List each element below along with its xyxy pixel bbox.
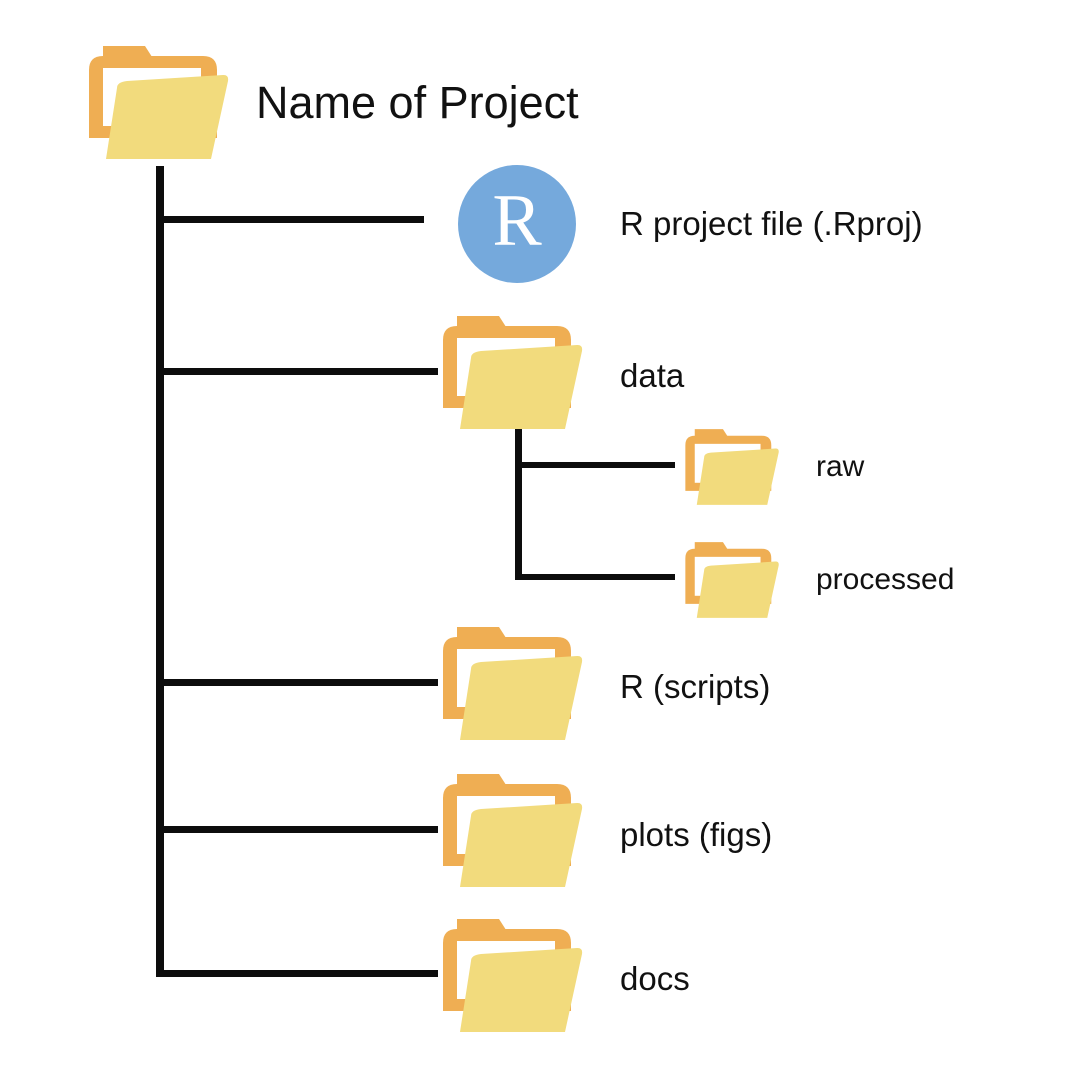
node-label-processed: processed xyxy=(816,563,955,596)
branch-line-data xyxy=(156,368,438,375)
folder-icon-root[interactable] xyxy=(84,40,230,162)
folder-icon-docs[interactable] xyxy=(438,913,584,1035)
r-project-logo-icon[interactable]: R xyxy=(458,165,576,283)
r-logo-letter: R xyxy=(492,180,542,262)
node-label-raw: raw xyxy=(816,450,865,483)
branch-line-processed xyxy=(515,574,675,580)
trunk-line-root xyxy=(156,166,164,977)
branch-line-rproj xyxy=(156,216,424,223)
branch-line-plots xyxy=(156,826,438,833)
trunk-line-data xyxy=(515,425,522,580)
folder-icon-plots[interactable] xyxy=(438,768,584,890)
branch-line-raw xyxy=(515,462,675,468)
branch-line-r-scripts xyxy=(156,679,438,686)
node-label-docs: docs xyxy=(620,960,690,997)
branch-line-docs xyxy=(156,970,438,977)
node-label-rproj: R project file (.Rproj) xyxy=(620,205,923,242)
folder-icon-r-scripts[interactable] xyxy=(438,621,584,743)
root-label: Name of Project xyxy=(256,77,579,128)
folder-icon-data[interactable] xyxy=(438,310,584,432)
folder-icon-processed[interactable] xyxy=(682,538,780,620)
node-label-data: data xyxy=(620,357,685,394)
node-label-r-scripts: R (scripts) xyxy=(620,668,771,705)
folder-icon-raw[interactable] xyxy=(682,425,780,507)
node-label-plots: plots (figs) xyxy=(620,816,773,853)
